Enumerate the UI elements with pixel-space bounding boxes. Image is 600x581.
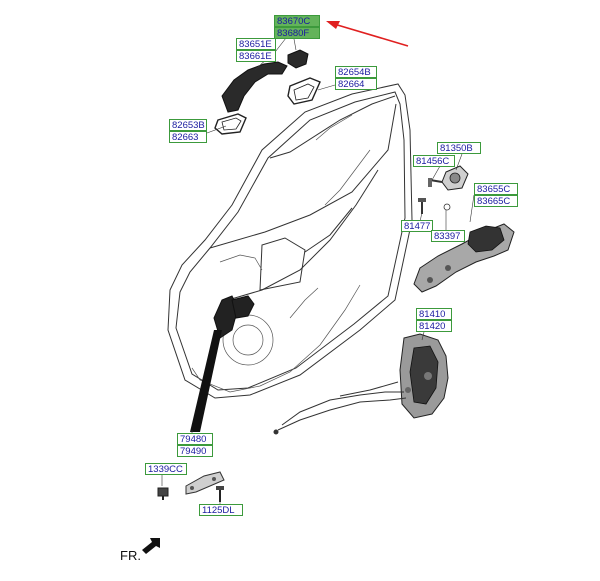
part-label-81477: 81477 [401,220,433,232]
door-latch [399,333,449,419]
handle-gasket-rear [214,113,247,135]
outside-handle-cover [221,61,288,113]
bolt-1125dl [216,486,224,502]
part-label-83661E: 83661E [236,50,276,62]
part-label-1339CC: 1339CC [145,463,187,475]
lower-hinge-strap [185,471,225,495]
part-label-83670C: 83670C [274,15,320,27]
handle-gasket-front [287,77,321,105]
handle-bracket [413,223,515,293]
door-check [213,295,255,339]
screw-81477 [418,198,426,214]
part-label-81420: 81420 [416,320,452,332]
part-label-82653B: 82653B [169,119,207,131]
door-inner-panel [191,114,371,393]
part-label-81350B: 81350B [437,142,481,154]
part-label-1125DL: 1125DL [199,504,243,516]
door-check-leader [190,330,222,432]
part-label-83655C: 83655C [474,183,518,195]
red-arrow-icon [326,21,409,47]
part-label-82654B: 82654B [335,66,377,78]
part-label-83651E: 83651E [236,38,276,50]
part-label-82663: 82663 [169,131,207,143]
arrow-forward-icon [142,538,160,554]
handle-cap [287,49,309,69]
bolt-1339cc [157,487,169,500]
part-label-79490: 79490 [177,445,213,457]
lock-cylinder [428,165,469,211]
direction-label: FR. [120,548,141,563]
part-label-83680F: 83680F [274,27,320,39]
part-label-83397: 83397 [431,230,465,242]
part-label-83665C: 83665C [474,195,518,207]
door-frame [167,83,413,399]
part-label-79480: 79480 [177,433,213,445]
part-label-81456C: 81456C [413,155,455,167]
latch-cables [273,381,407,435]
part-label-81410: 81410 [416,308,452,320]
part-label-82664: 82664 [335,78,377,90]
